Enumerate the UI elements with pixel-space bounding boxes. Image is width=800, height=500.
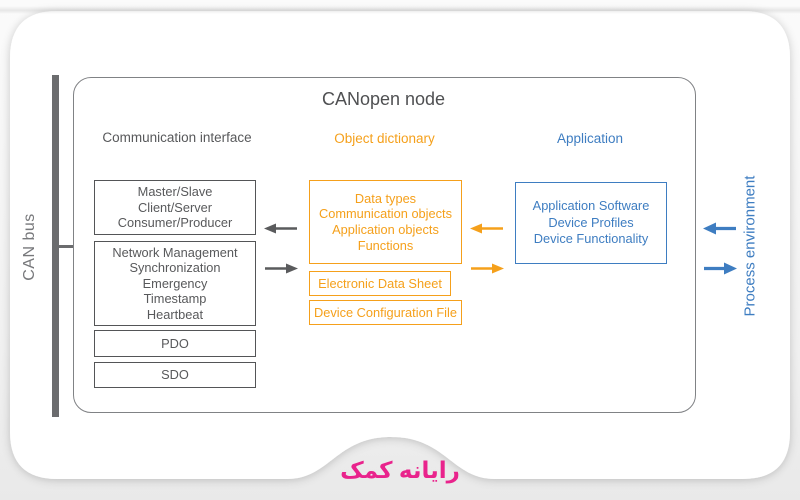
can-bus-label: CAN bus (21, 213, 38, 281)
column-header-object-dictionary: Object dictionary (334, 131, 435, 146)
orange-arrow-left-icon (470, 223, 503, 234)
box-line: SDO (161, 367, 189, 383)
object-dictionary-main-box: Data types Communication objects Applica… (309, 180, 462, 264)
box-line: Data types (354, 190, 417, 206)
device-configuration-file-box: Device Configuration File (309, 300, 462, 325)
box-line: Electronic Data Sheet (318, 275, 442, 291)
orange-arrow-right-icon (471, 263, 504, 274)
column-header-application: Application (556, 131, 624, 146)
box-line: Application objects (332, 222, 439, 237)
box-line: Client/Server (138, 199, 212, 215)
process-environment-label: Process environment (741, 175, 759, 317)
can-bus-bar (52, 75, 59, 417)
box-line: Network Management (112, 244, 238, 260)
blue-arrow-right-icon (704, 262, 737, 275)
pdo-box: PDO (94, 330, 256, 357)
box-line: Device Profiles (548, 214, 634, 230)
box-line: PDO (161, 335, 189, 351)
box-line: Device Configuration File (314, 304, 457, 320)
box-line: Application Software (532, 198, 650, 214)
box-line: Timestamp (143, 291, 207, 307)
blue-arrow-left-icon (703, 222, 736, 235)
canopen-node-frame (73, 77, 696, 413)
box-line: Emergency (142, 275, 208, 291)
box-line: Functions (357, 237, 414, 253)
column-header-communication-interface: Communication interface (102, 130, 252, 145)
box-line: Consumer/Producer (117, 215, 233, 231)
comm-services-box: Network Management Synchronization Emerg… (94, 241, 256, 326)
gray-arrow-right-icon (265, 263, 298, 274)
rayane-komak-logo: رایانه کمک (340, 457, 460, 483)
sdo-box: SDO (94, 362, 256, 388)
box-line: Device Functionality (533, 231, 649, 247)
box-line: Synchronization (129, 260, 221, 276)
application-main-box: Application Software Device Profiles Dev… (515, 182, 667, 264)
gray-arrow-left-icon (264, 223, 297, 234)
box-line: Master/Slave (137, 184, 213, 200)
can-bus-connector-line (59, 245, 74, 248)
box-line: Communication objects (318, 206, 452, 222)
box-line: Heartbeat (146, 306, 204, 322)
comm-protocols-box: Master/Slave Client/Server Consumer/Prod… (94, 180, 256, 235)
electronic-data-sheet-box: Electronic Data Sheet (309, 271, 451, 296)
diagram-title: CANopen node (321, 89, 446, 109)
